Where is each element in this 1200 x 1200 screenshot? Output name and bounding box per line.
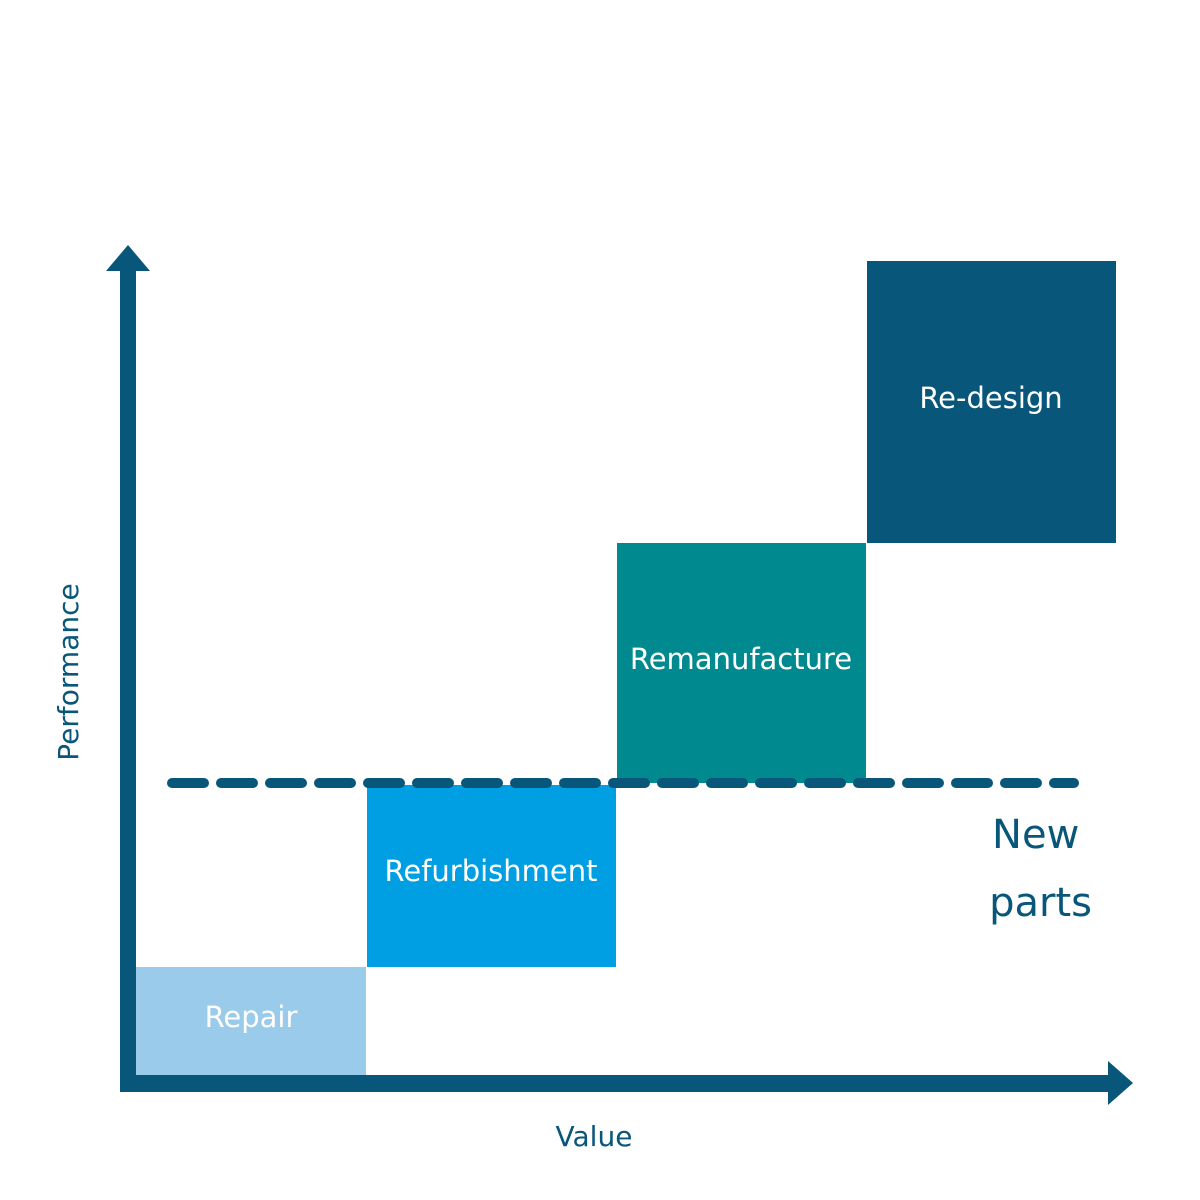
new-parts-label: New parts	[989, 812, 1092, 926]
x-axis-arrow-icon	[1108, 1061, 1133, 1105]
blocks: Repair Refurbishment Remanufacture Re-de…	[136, 261, 1116, 1075]
x-axis	[120, 1061, 1133, 1105]
y-axis-line	[120, 262, 136, 1092]
block-re-design	[867, 261, 1116, 543]
block-label-refurbishment: Refurbishment	[385, 854, 598, 888]
y-axis-arrow-icon	[106, 245, 150, 271]
block-remanufacture	[617, 543, 866, 783]
block-label-re-design: Re-design	[919, 381, 1062, 415]
new-parts-label-line-1: New	[992, 812, 1079, 858]
x-axis-line	[120, 1075, 1115, 1092]
block-refurbishment	[367, 785, 616, 967]
new-parts-label-line-2: parts	[989, 880, 1092, 926]
x-axis-label: Value	[556, 1120, 633, 1153]
block-repair	[136, 967, 366, 1075]
block-label-remanufacture: Remanufacture	[630, 642, 852, 676]
y-axis	[106, 245, 150, 1092]
block-label-repair: Repair	[205, 1000, 298, 1034]
y-axis-label: Performance	[52, 583, 85, 760]
